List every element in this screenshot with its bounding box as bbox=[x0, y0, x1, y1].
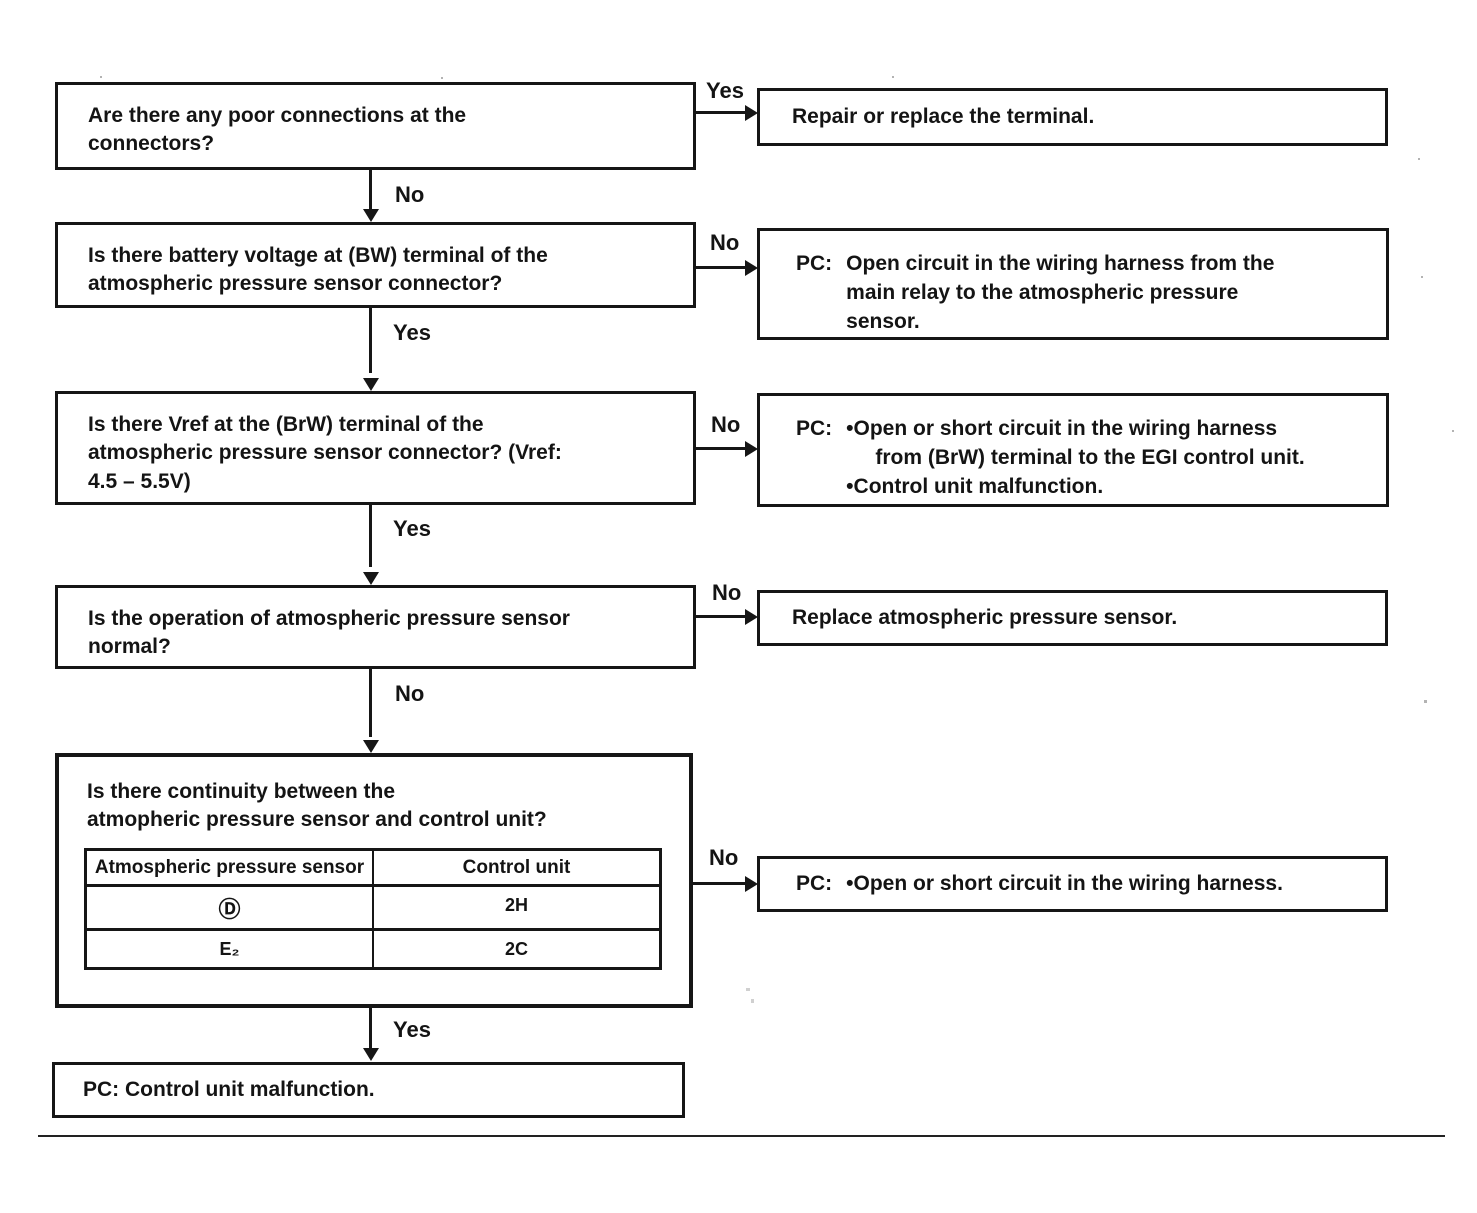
edge-q2-yes-arrowhead bbox=[363, 378, 379, 391]
scan-speck bbox=[100, 76, 102, 78]
edge-q2-no-label: No bbox=[707, 230, 743, 256]
action-box-replace-sensor: Replace atmospheric pressure sensor. bbox=[757, 590, 1388, 646]
decision-box-vref: Is there Vref at the (BrW) terminal of t… bbox=[55, 391, 696, 505]
decision-box-continuity: Is there continuity between the atmopher… bbox=[55, 753, 693, 1008]
edge-q3-yes-line bbox=[369, 504, 372, 567]
result-box-control-unit-malfunction: PC: Control unit malfunction. bbox=[52, 1062, 685, 1118]
edge-q1-no-arrowhead bbox=[363, 209, 379, 222]
table-header-control-unit: Control unit bbox=[462, 857, 571, 878]
scan-speck bbox=[441, 77, 443, 79]
edge-q1-no-label: No bbox=[392, 182, 428, 208]
edge-q5-yes-label: Yes bbox=[390, 1017, 434, 1043]
scan-speck bbox=[1421, 276, 1423, 278]
scan-speck bbox=[1418, 158, 1420, 160]
edge-q4-no-down-line bbox=[369, 669, 372, 737]
decision-box-poor-connections: Are there any poor connections at the co… bbox=[55, 82, 696, 170]
table-row: E₂ 2C bbox=[87, 928, 659, 967]
edge-q1-yes-label: Yes bbox=[703, 78, 747, 104]
edge-q1-yes-arrowhead bbox=[745, 105, 758, 121]
edge-q5-no-line bbox=[693, 882, 746, 885]
table-header-sensor: Atmospheric pressure sensor bbox=[87, 851, 374, 884]
edge-q2-no-arrowhead bbox=[745, 260, 758, 276]
pc-prefix: PC: bbox=[796, 252, 833, 275]
table-cell-control-pin-2h: 2H bbox=[504, 895, 528, 915]
action-box-open-short-brw: PC: •Open or short circuit in the wiring… bbox=[757, 393, 1389, 507]
edge-q5-yes-line bbox=[369, 1008, 372, 1049]
edge-q4-no-down-arrowhead bbox=[363, 740, 379, 753]
edge-q5-no-arrowhead bbox=[745, 876, 758, 892]
table-cell-control-pin-2c: 2C bbox=[504, 939, 528, 959]
continuity-question-text: Is there continuity between the atmopher… bbox=[87, 780, 547, 832]
pc-prefix: PC: bbox=[796, 417, 833, 440]
table-row: Ⓓ 2H bbox=[87, 884, 659, 928]
page-bottom-rule bbox=[38, 1135, 1445, 1137]
edge-q3-no-arrowhead bbox=[745, 441, 758, 457]
edge-q2-yes-line bbox=[369, 307, 372, 373]
edge-q4-no-right-label: No bbox=[709, 580, 745, 606]
edge-q3-yes-label: Yes bbox=[390, 516, 434, 542]
table-header-row: Atmospheric pressure sensor Control unit bbox=[87, 851, 659, 884]
decision-box-battery-voltage: Is there battery voltage at (BW) termina… bbox=[55, 222, 696, 308]
table-cell-sensor-pin-d: Ⓓ bbox=[87, 887, 374, 928]
edge-q4-no-down-label: No bbox=[392, 681, 428, 707]
edge-q4-no-right-line bbox=[696, 615, 746, 618]
scan-speck bbox=[892, 76, 894, 78]
edge-q4-no-right-arrowhead bbox=[745, 609, 758, 625]
edge-q1-no-line bbox=[369, 169, 372, 211]
pc-bullet-list: •Open or short circuit in the wiring har… bbox=[846, 417, 1305, 498]
edge-q5-yes-arrowhead bbox=[363, 1048, 379, 1061]
action-box-open-circuit-main-relay: PC: Open circuit in the wiring harness f… bbox=[757, 228, 1389, 340]
action-box-open-short-harness: PC: •Open or short circuit in the wiring… bbox=[757, 856, 1388, 912]
edge-q3-no-line bbox=[696, 447, 746, 450]
table-cell-sensor-pin-e2: E₂ bbox=[87, 931, 374, 967]
decision-box-sensor-operation: Is the operation of atmospheric pressure… bbox=[55, 585, 696, 669]
edge-q3-yes-arrowhead bbox=[363, 572, 379, 585]
scan-speck bbox=[1424, 700, 1427, 703]
pc-prefix: PC: bbox=[796, 871, 833, 895]
pin-continuity-table: Atmospheric pressure sensor Control unit… bbox=[84, 848, 662, 970]
scan-speck bbox=[1452, 430, 1454, 432]
edge-q5-no-label: No bbox=[706, 845, 742, 871]
edge-q1-yes-line bbox=[696, 111, 746, 114]
pc-text: Open circuit in the wiring harness from … bbox=[846, 252, 1275, 333]
scan-smudge bbox=[746, 988, 750, 991]
edge-q2-yes-label: Yes bbox=[390, 320, 434, 346]
action-box-repair-terminal: Repair or replace the terminal. bbox=[757, 88, 1388, 146]
pc-text: •Open or short circuit in the wiring har… bbox=[846, 871, 1283, 895]
edge-q2-no-line bbox=[696, 266, 746, 269]
edge-q3-no-label: No bbox=[708, 412, 744, 438]
scan-smudge bbox=[751, 999, 754, 1003]
